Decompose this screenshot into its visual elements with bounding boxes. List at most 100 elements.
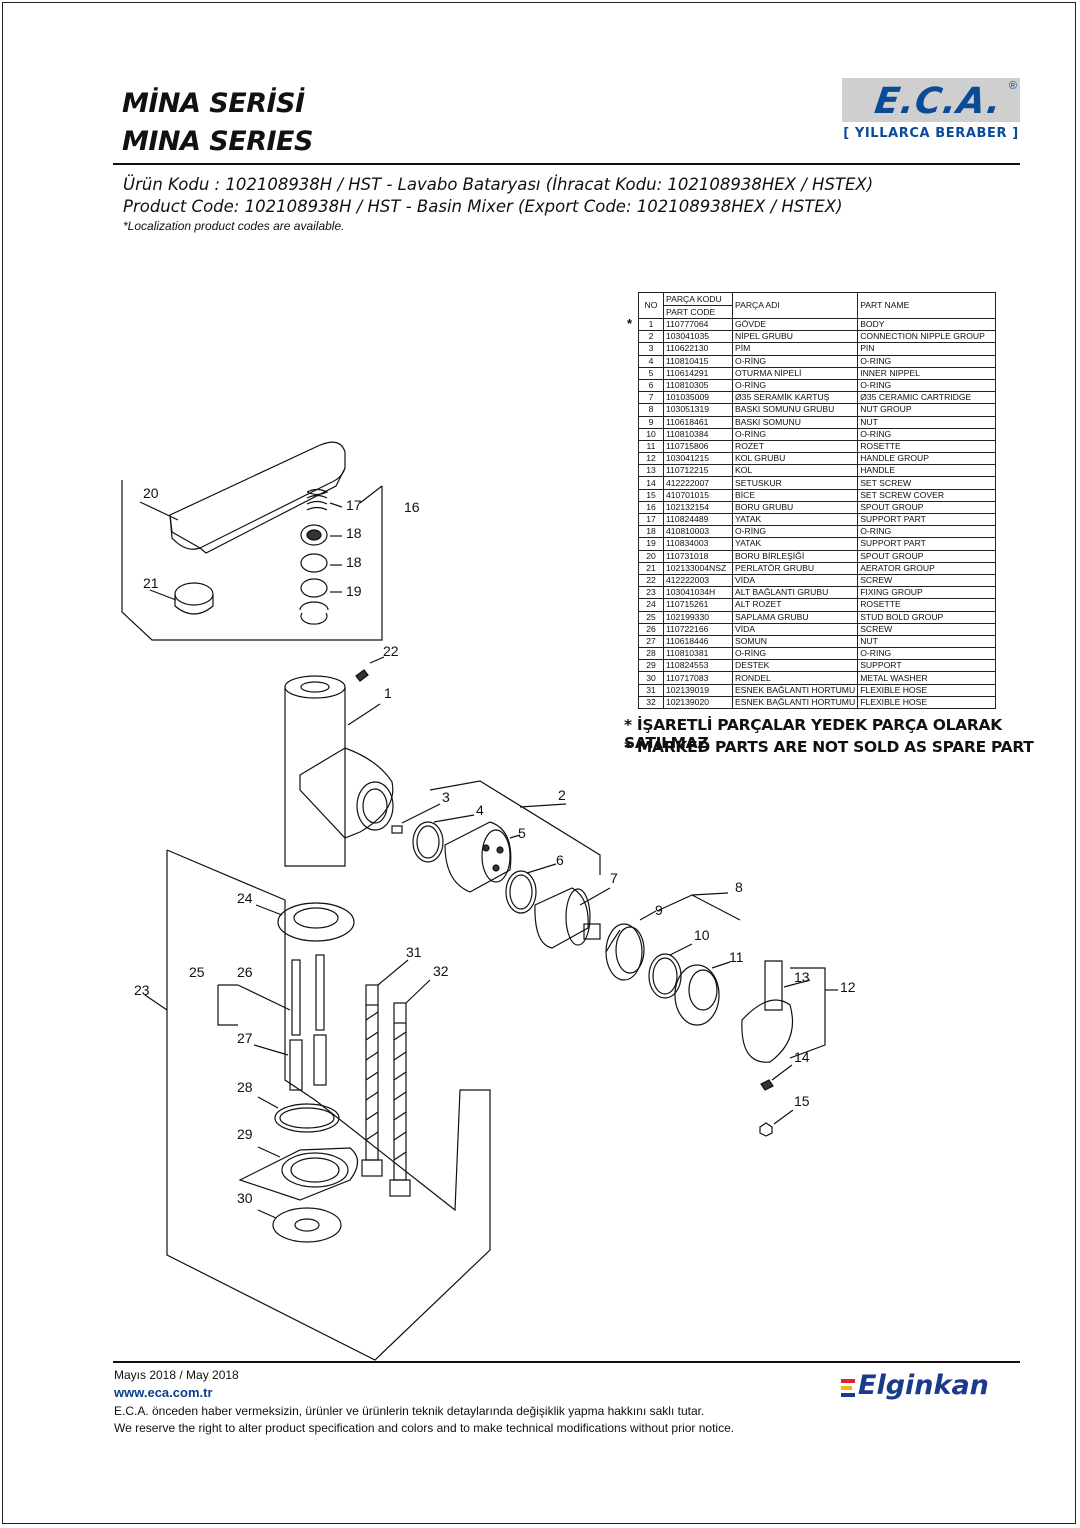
label-24: 24: [237, 890, 253, 906]
support-ring-19: [300, 612, 328, 625]
product-code-tr: Ürün Kodu : 102108938H / HST - Lavabo Ba…: [123, 175, 874, 194]
body-part: [284, 675, 394, 867]
support-part-17: [300, 524, 328, 546]
cell-name-tr: ESNEK BAĞLANTI HORTUMU: [731, 695, 859, 710]
registered-mark: ®: [1008, 80, 1017, 92]
inner-nipple-part: [444, 821, 521, 893]
footer-url-link[interactable]: www.eca.com.tr: [114, 1385, 213, 1400]
footer-date: Mayıs 2018 / May 2018: [114, 1368, 239, 1382]
label-2: 2: [558, 787, 566, 803]
eca-logo: E.C.A. ®: [842, 78, 1020, 122]
label-3: 3: [442, 789, 450, 805]
localization-note: *Localization product codes are availabl…: [123, 219, 345, 233]
marked-part-star: *: [627, 316, 633, 331]
handle-part: [741, 960, 811, 1063]
flexible-hose-32: [389, 979, 431, 1197]
oring-6: [505, 870, 537, 914]
label-17: 17: [346, 497, 362, 513]
support-part-29: [238, 1146, 359, 1201]
metal-washer: [257, 1207, 342, 1243]
pin-part: [391, 825, 403, 834]
parts-table: NO PARÇA KODU PARÇA ADI PART NAME PART C…: [638, 292, 997, 710]
bottom-rosette: [277, 902, 355, 942]
parts-table-header: NO PARÇA KODU PARÇA ADI PART NAME: [638, 292, 997, 319]
label-13: 13: [794, 969, 810, 985]
label-23: 23: [134, 982, 150, 998]
oring-10: [648, 953, 682, 999]
label-19: 19: [346, 583, 362, 599]
label-29: 29: [237, 1126, 253, 1142]
label-18a: 18: [346, 525, 362, 541]
series-title-tr: MİNA SERİSİ: [122, 88, 305, 119]
footer-notice-tr: E.C.A. önceden haber vermeksizin, ürünle…: [114, 1404, 705, 1418]
label-26: 26: [237, 964, 253, 980]
nut-part: [605, 910, 657, 981]
elginkan-logo-icon: [841, 1379, 855, 1400]
warning-tr: * İŞARETLİ PARÇALAR YEDEK PARÇA OLARAK S…: [624, 716, 1002, 752]
label-20: 20: [143, 485, 159, 501]
rosette-part: [674, 961, 731, 1026]
screw-22: [355, 669, 369, 682]
footer-notice-en: We reserve the right to alter product sp…: [114, 1421, 735, 1435]
spout-group-bracket: [121, 480, 383, 641]
stud-part: [289, 954, 327, 1091]
label-16: 16: [404, 499, 420, 515]
label-27: 27: [237, 1030, 253, 1046]
header-divider: [113, 163, 1020, 165]
label-1: 1: [384, 685, 392, 701]
label-14: 14: [794, 1049, 810, 1065]
aerator-part: [149, 582, 214, 615]
label-22: 22: [383, 643, 399, 659]
nipple-group-bracket: [429, 780, 601, 875]
label-8: 8: [735, 879, 743, 895]
label-10: 10: [694, 927, 710, 943]
header-no: NO: [638, 292, 664, 319]
oring-18b: [300, 578, 328, 598]
cell-name-en: FLEXIBLE HOSE: [857, 695, 997, 710]
label-28: 28: [237, 1079, 253, 1095]
oring-28: [274, 1103, 340, 1133]
label-4: 4: [476, 802, 484, 818]
label-11: 11: [729, 949, 744, 965]
cell-no: 32: [638, 695, 664, 710]
label-32: 32: [433, 963, 449, 979]
flexible-hose-31: [361, 959, 409, 1177]
label-25: 25: [189, 964, 205, 980]
product-code-en: Product Code: 102108938H / HST - Basin M…: [123, 197, 843, 216]
label-7: 7: [610, 870, 618, 886]
header-name-en: PART NAME: [857, 292, 997, 319]
set-screw-part: [760, 1079, 774, 1091]
warning-en: * MARKED PARTS ARE NOT SOLD AS SPARE PAR…: [624, 738, 1034, 756]
set-screw-cover: [759, 1122, 773, 1137]
label-6: 6: [556, 852, 564, 868]
cell-name-en: NUT GROUP: [857, 403, 997, 417]
oring-4: [412, 821, 444, 863]
eca-tagline: [ YILLARCA BERABER ]: [843, 126, 1019, 141]
elginkan-logo-text: Elginkan: [858, 1370, 989, 1401]
footer-divider: [113, 1361, 1020, 1363]
label-15: 15: [794, 1093, 810, 1109]
oring-18a: [300, 553, 328, 573]
spout-part: [139, 441, 346, 554]
label-18b: 18: [346, 554, 362, 570]
handle-group-bracket: [789, 967, 826, 1059]
label-30: 30: [237, 1190, 253, 1206]
nut-group-bracket: [656, 894, 741, 921]
